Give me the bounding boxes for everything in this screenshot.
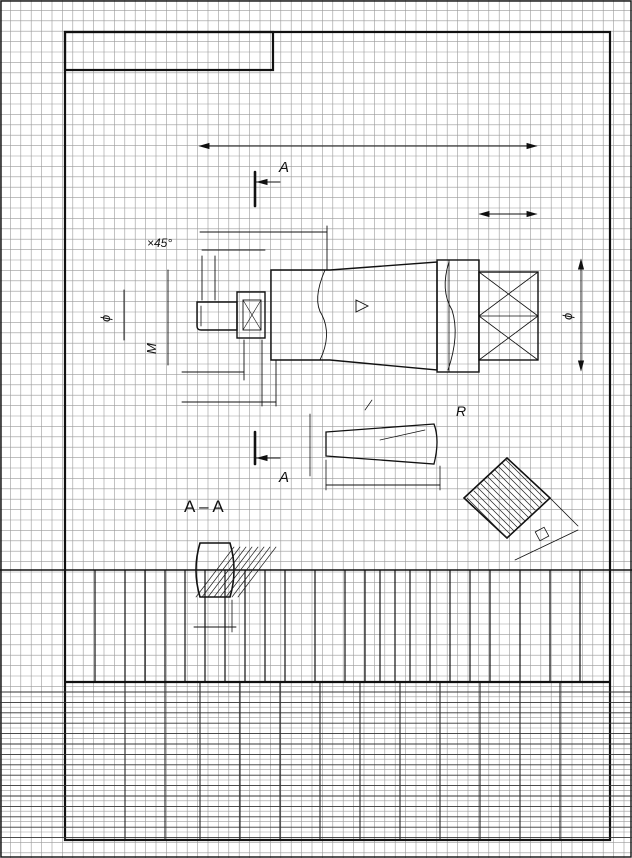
section-cut-upper bbox=[253, 170, 281, 208]
hatch-line bbox=[466, 497, 508, 539]
hatch-line bbox=[207, 546, 247, 598]
section-a-a bbox=[193, 542, 277, 633]
hatch-line bbox=[219, 546, 259, 598]
pin-detail bbox=[309, 399, 441, 491]
collar bbox=[236, 291, 266, 339]
hatch-line bbox=[201, 546, 241, 598]
square-section bbox=[462, 456, 579, 561]
section-cut-lower bbox=[253, 430, 281, 466]
radius-label: R bbox=[456, 403, 466, 419]
section-label-lower: A bbox=[278, 469, 289, 486]
dimension-lines bbox=[123, 142, 585, 407]
hatch-line bbox=[480, 483, 522, 525]
hatch-line bbox=[484, 480, 525, 521]
hatch-line bbox=[213, 546, 253, 598]
thread-label: M bbox=[144, 343, 159, 354]
hatch-line bbox=[487, 476, 529, 518]
threaded-end bbox=[196, 301, 238, 331]
hatch-line bbox=[195, 546, 235, 598]
diameter-right-label: ϕ bbox=[560, 313, 575, 320]
section-label-upper: A bbox=[278, 159, 289, 176]
hatch-line bbox=[225, 546, 265, 598]
hatch-line bbox=[501, 462, 543, 504]
hatch-line bbox=[477, 487, 518, 528]
hatch-line bbox=[237, 546, 277, 598]
hatch-line bbox=[494, 469, 536, 511]
section-title: A – A bbox=[184, 497, 224, 516]
diameter-left-label: ϕ bbox=[98, 315, 113, 322]
hatch-line bbox=[473, 490, 515, 532]
chamfer-label: ×45° bbox=[147, 236, 172, 250]
shaft-drawing bbox=[196, 259, 539, 373]
hatch-line bbox=[470, 494, 511, 535]
title-block bbox=[0, 569, 632, 840]
hatch-line bbox=[491, 473, 532, 514]
hatch-line bbox=[231, 546, 271, 598]
hatch-line bbox=[498, 466, 539, 507]
hatch-line bbox=[505, 459, 546, 500]
